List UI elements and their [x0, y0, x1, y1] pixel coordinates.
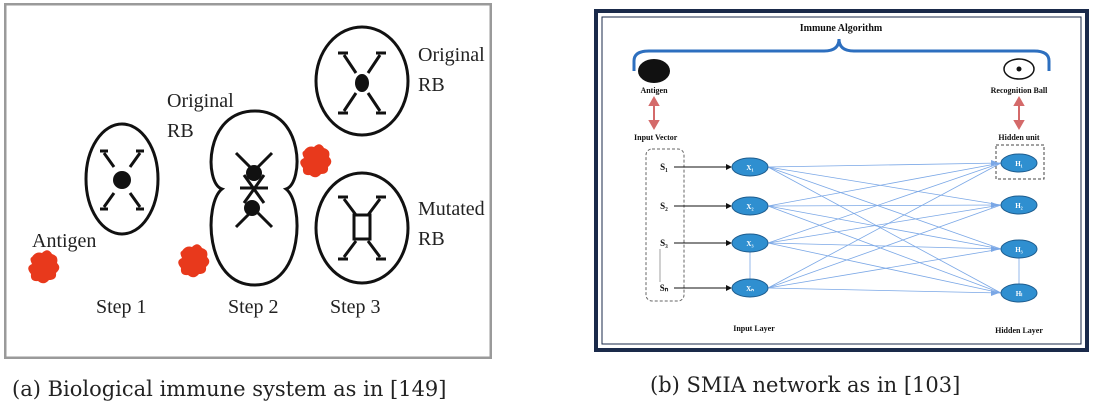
step3-label: Step 3 [330, 296, 381, 318]
step1-label: Step 1 [96, 296, 147, 318]
s-label-4: Sₙ [660, 283, 669, 293]
edge-x3-h3 [767, 242, 1002, 250]
edge-x1-h1 [767, 162, 1002, 168]
edge-x4-h1 [767, 162, 1002, 289]
antigen-icon [638, 59, 670, 83]
input-vector-nodes: S₁ S₂ S₃ Sₙ [660, 162, 732, 293]
network-edges [659, 162, 1020, 294]
antigen-input-arrow [648, 95, 660, 131]
x-node-label-4: Xₙ [746, 285, 754, 293]
s-arrowhead-1 [726, 164, 732, 170]
edge-x3-h1 [767, 162, 1002, 244]
x-node-1 [731, 157, 769, 177]
antigen-label: Antigen [32, 230, 96, 252]
h-node-label-2: H₂ [1015, 202, 1023, 210]
h-arrowhead-1 [991, 160, 999, 166]
h-node-4 [1000, 283, 1038, 303]
edge-x2-h4 [767, 205, 1002, 294]
x-node-3 [731, 233, 769, 253]
antigen-blob-3 [300, 144, 332, 178]
hidden-layer-label: Hidden Layer [995, 326, 1043, 335]
edge-x2-h1 [767, 162, 1002, 207]
s-arrowhead-2 [726, 203, 732, 209]
h-arrowhead-4 [991, 290, 999, 296]
step2-cell [209, 109, 299, 287]
original-rb-cell [314, 25, 410, 137]
caption-b: (b) SMIA network as in [103] [650, 373, 961, 397]
immune-algorithm-bracket [632, 38, 1051, 71]
edge-x3-h2 [767, 204, 1002, 244]
edge-x2-h2 [767, 204, 1002, 207]
caption-a: (a) Biological immune system as in [149] [12, 377, 447, 401]
h-arrowhead-3 [991, 246, 999, 252]
hidden-unit-label: Hidden unit [998, 133, 1039, 142]
input-layer-nodes: X₁ X₂ X₃ Xₙ [731, 157, 769, 298]
antigen-blob-1 [28, 250, 60, 284]
input-vector-box [645, 148, 685, 302]
x-node-2 [731, 196, 769, 216]
mutated-rb-label-line1: Mutated [418, 198, 485, 220]
immune-algorithm-title: Immune Algorithm [800, 23, 883, 34]
x-node-label-1: X₁ [746, 164, 753, 172]
step2-label: Step 2 [228, 296, 279, 318]
s-arrowhead-3 [726, 240, 732, 246]
edge-x1-h3 [767, 166, 1002, 250]
h-arrowhead-2 [991, 202, 999, 208]
s-arrowhead-4 [726, 285, 732, 291]
edge-x3-h4 [767, 242, 1002, 294]
hidden-layer-nodes: H₁ H₂ H₃ Hₗ [991, 153, 1038, 303]
input-layer-label: Input Layer [733, 324, 775, 333]
smia-network-panel: Immune Algorithm Antigen Recognition Bal… [594, 9, 1089, 352]
edge-x1-h2 [767, 166, 1002, 206]
biological-immune-diagram: Antigen Original RB Original RB Mutated … [3, 2, 493, 360]
antigen-label-b: Antigen [640, 86, 668, 95]
original-rb-right-label-line1: Original [418, 44, 485, 66]
antigen-blob-2 [178, 244, 210, 278]
x-node-4 [731, 278, 769, 298]
input-vector-label: Input Vector [634, 133, 678, 142]
s-label-3: S₃ [660, 238, 668, 248]
mutated-rb-cell [314, 171, 410, 285]
smia-network-diagram: Immune Algorithm Antigen Recognition Bal… [594, 9, 1089, 352]
edge-x4-h4 [767, 287, 1002, 294]
h-node-1 [1000, 153, 1038, 173]
original-rb-label-line2: RB [167, 120, 194, 142]
h-node-label-4: Hₗ [1016, 290, 1023, 298]
edge-x4-h3 [767, 248, 1002, 289]
edge-x4-h2 [767, 204, 1002, 289]
step1-cell [84, 122, 160, 236]
original-rb-right-label-line2: RB [418, 74, 445, 96]
mutated-rb-label-line2: RB [418, 228, 445, 250]
s-label-1: S₁ [660, 162, 668, 172]
original-rb-label-line1: Original [167, 90, 234, 112]
s-label-2: S₂ [660, 201, 668, 211]
h-node-2 [1000, 195, 1038, 215]
edge-x2-h3 [767, 205, 1002, 250]
x-node-label-3: X₃ [746, 240, 753, 248]
x-node-label-2: X₂ [746, 203, 753, 211]
biological-immune-panel: Antigen Original RB Original RB Mutated … [3, 2, 493, 360]
h-node-label-3: H₃ [1015, 246, 1023, 254]
edge-x1-h4 [767, 166, 1002, 294]
h-node-label-1: H₁ [1015, 160, 1023, 168]
h-node-3 [1000, 239, 1038, 259]
recognition-hidden-arrow [1013, 95, 1025, 131]
recognition-ball-label: Recognition Ball [991, 86, 1048, 95]
